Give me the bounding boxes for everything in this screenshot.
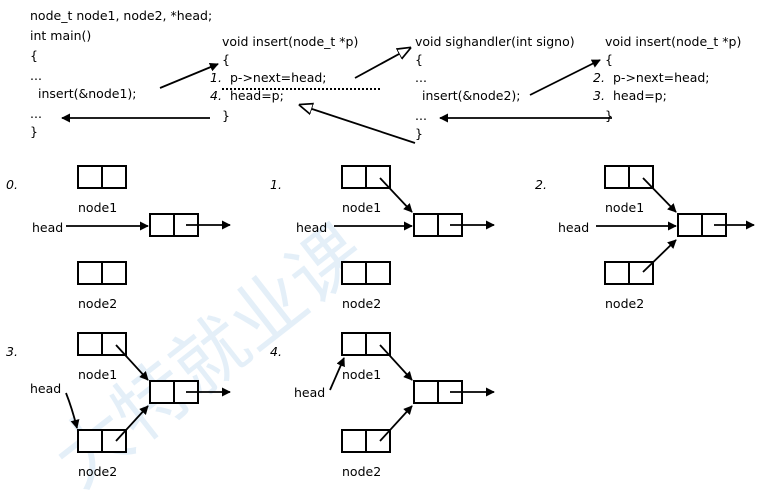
code-line: { — [30, 48, 38, 63]
code-line: insert(&node1); — [38, 86, 137, 101]
list-node-box — [677, 213, 703, 237]
node2-box — [341, 429, 367, 453]
code-line: } — [605, 108, 613, 123]
panel-step-0: 0. node1 head node2 — [6, 165, 231, 311]
code-line: head=p; — [613, 88, 667, 103]
head-pointer — [329, 357, 345, 391]
node1-box — [101, 165, 127, 189]
panel-step-4: 4. node1 head node2 — [270, 332, 495, 479]
node1-box — [77, 165, 103, 189]
code-line: { — [605, 52, 613, 67]
next-pointer — [642, 239, 677, 273]
node2-box — [77, 261, 103, 285]
code-line: insert(&node2); — [422, 88, 521, 103]
next-pointer — [379, 177, 413, 213]
list-node-box — [413, 213, 439, 237]
step-number: 3. — [593, 88, 605, 103]
list-node-box — [149, 213, 175, 237]
node2-label: node2 — [605, 296, 644, 311]
node2-box — [365, 261, 391, 285]
code-line: ... — [30, 106, 42, 121]
code-line: node_t node1, node2, *head; — [30, 8, 212, 23]
code-line: } — [30, 124, 38, 139]
node1-box — [604, 165, 630, 189]
node2-label: node2 — [78, 296, 117, 311]
step-label: 0. — [6, 177, 18, 192]
panel-step-2: 2. node1 head node2 — [535, 165, 755, 311]
code-line: void sighandler(int signo) — [415, 34, 575, 49]
node1-label: node1 — [78, 367, 117, 382]
code-line: p->next=head; — [613, 70, 710, 85]
code-line: ... — [415, 108, 427, 123]
next-pointer — [642, 177, 677, 213]
code-line: { — [222, 52, 230, 67]
control-flow-arrows — [61, 48, 612, 144]
code-line: void insert(node_t *p) — [605, 34, 741, 49]
head-label: head — [32, 220, 63, 235]
code-line: void insert(node_t *p) — [222, 34, 358, 49]
panel-step-3: 3. node1 head node2 — [6, 332, 231, 479]
code-line: int main() — [30, 28, 91, 43]
step-label: 3. — [6, 344, 18, 359]
node1-label: node1 — [605, 200, 644, 215]
node1-box — [341, 332, 367, 356]
step-label: 1. — [270, 177, 282, 192]
head-label: head — [558, 220, 589, 235]
code-line: p->next=head; — [230, 70, 327, 85]
code-line: ... — [415, 70, 427, 85]
node2-box — [341, 261, 367, 285]
panel-step-1: 1. node1 head node2 — [270, 165, 495, 311]
node1-label: node1 — [342, 200, 381, 215]
code-line: { — [415, 52, 423, 67]
node2-label: node2 — [78, 464, 117, 479]
node2-box — [604, 261, 630, 285]
next-pointer — [379, 405, 413, 442]
code-sighandler: void sighandler(int signo) { ... insert(… — [415, 34, 575, 141]
resume-arrow — [300, 105, 416, 144]
code-main: node_t node1, node2, *head; int main() {… — [30, 8, 212, 139]
code-insert-1: void insert(node_t *p) { 1. p->next=head… — [210, 34, 358, 123]
next-pointer — [379, 344, 413, 381]
list-node-box — [149, 380, 175, 404]
next-pointer — [115, 405, 149, 442]
node1-box — [341, 165, 367, 189]
code-line: } — [222, 108, 230, 123]
step-number: 2. — [593, 70, 605, 85]
node1-box — [77, 332, 103, 356]
node2-label: node2 — [342, 464, 381, 479]
code-line: ... — [30, 68, 42, 83]
node2-label: node2 — [342, 296, 381, 311]
step-label: 2. — [535, 177, 547, 192]
signal-arrow — [354, 48, 410, 79]
step-number: 4. — [210, 88, 222, 103]
node1-label: node1 — [342, 367, 381, 382]
code-insert-2: void insert(node_t *p) { 2. p->next=head… — [593, 34, 741, 123]
head-label: head — [294, 385, 325, 400]
head-label: head — [30, 381, 61, 396]
node1-label: node1 — [78, 200, 117, 215]
next-pointer — [115, 344, 149, 381]
code-line: } — [415, 126, 423, 141]
node2-box — [101, 261, 127, 285]
code-line: head=p; — [230, 88, 284, 103]
call-arrow — [529, 59, 601, 96]
step-number: 1. — [210, 70, 222, 85]
list-node-box — [413, 380, 439, 404]
step-label: 4. — [270, 344, 282, 359]
head-label: head — [296, 220, 327, 235]
node2-box — [77, 429, 103, 453]
head-pointer — [65, 392, 80, 429]
call-arrow — [159, 62, 219, 89]
